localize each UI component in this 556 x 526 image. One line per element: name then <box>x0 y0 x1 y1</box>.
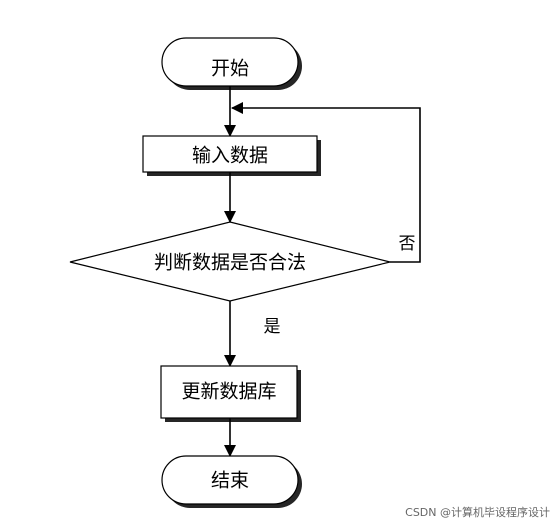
end-label: 结束 <box>211 470 249 492</box>
input-node: 输入数据 <box>142 135 321 176</box>
watermark-text: CSDN @计算机毕设程序设计 <box>405 505 550 519</box>
end-node: 结束 <box>161 455 302 508</box>
no-label: 否 <box>399 234 416 254</box>
input-label: 输入数据 <box>192 145 268 167</box>
decision-node: 判断数据是否合法 <box>69 221 391 302</box>
yes-label: 是 <box>264 317 281 337</box>
update-node: 更新数据库 <box>160 365 301 422</box>
arrow-no-loop <box>231 102 421 263</box>
start-node: 开始 <box>161 37 302 90</box>
decision-label: 判断数据是否合法 <box>154 252 306 274</box>
update-label: 更新数据库 <box>181 381 276 403</box>
start-label: 开始 <box>211 58 249 80</box>
